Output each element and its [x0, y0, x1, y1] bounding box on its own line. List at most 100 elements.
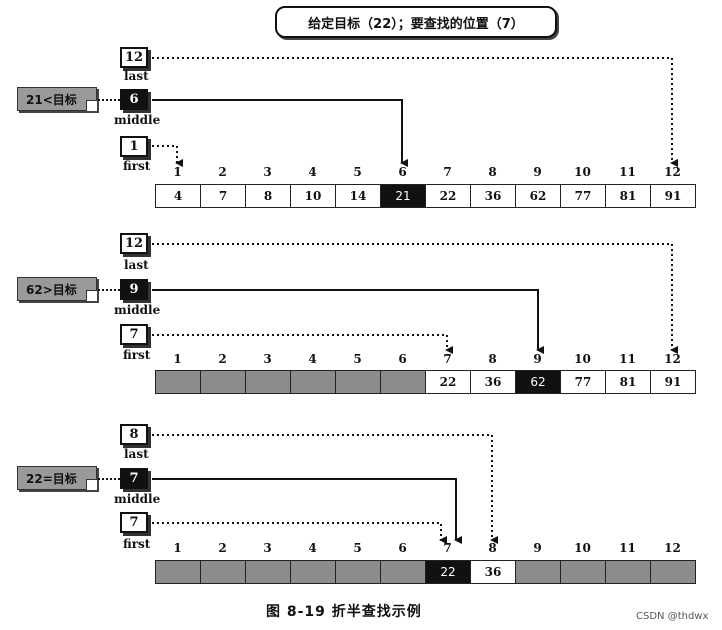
array-cell-excluded [201, 561, 246, 583]
array-cell: 7 [201, 185, 246, 207]
last-label: last [124, 258, 149, 272]
array-cell: 22 [426, 185, 471, 207]
index-label: 6 [398, 165, 407, 179]
array-cell-excluded [336, 371, 381, 393]
index-label: 9 [533, 541, 542, 555]
middle-label: middle [114, 303, 161, 317]
condition-tag: 62>目标 [17, 277, 97, 301]
index-label: 1 [173, 541, 182, 555]
index-label: 5 [353, 541, 362, 555]
array-cell-middle: 62 [516, 371, 561, 393]
array-cell-middle: 22 [426, 561, 471, 583]
condition-text: 62>目标 [26, 282, 77, 297]
array-cell: 81 [606, 371, 651, 393]
last-arrow [152, 243, 678, 354]
middle-arrow [152, 289, 544, 354]
first-arrow [152, 334, 453, 354]
figure-caption: 图 8-19 折半查找示例 [266, 604, 422, 620]
array-cell-excluded [336, 561, 381, 583]
array-cell-excluded [156, 371, 201, 393]
array-cell-excluded [381, 561, 426, 583]
index-label: 10 [574, 541, 591, 555]
condition-text: 21<目标 [26, 92, 77, 107]
array-cell-excluded [381, 371, 426, 393]
index-label: 6 [398, 352, 407, 366]
first-pointer-box: 1 [120, 136, 148, 157]
index-label: 2 [218, 165, 227, 179]
index-label: 8 [488, 541, 497, 555]
first-pointer-box: 7 [120, 324, 148, 345]
array-cell-excluded [291, 371, 336, 393]
index-label: 11 [619, 352, 636, 366]
index-label: 6 [398, 541, 407, 555]
index-label: 7 [443, 352, 452, 366]
array-cell: 62 [516, 185, 561, 207]
index-label: 1 [173, 352, 182, 366]
first-label: first [123, 348, 151, 362]
index-label: 3 [263, 352, 272, 366]
index-label: 4 [308, 165, 317, 179]
middle-label: middle [114, 113, 161, 127]
index-label: 11 [619, 165, 636, 179]
array-cell-middle: 21 [381, 185, 426, 207]
index-label: 3 [263, 165, 272, 179]
index-label: 4 [308, 541, 317, 555]
index-label: 11 [619, 541, 636, 555]
first-arrow [152, 522, 447, 544]
first-pointer-box: 7 [120, 512, 148, 533]
index-label: 5 [353, 165, 362, 179]
array-cell: 10 [291, 185, 336, 207]
array-cell-excluded [246, 371, 291, 393]
condition-tag: 22=目标 [17, 466, 97, 490]
first-label: first [123, 537, 151, 551]
array-cell-excluded [291, 561, 336, 583]
array-cell: 4 [156, 185, 201, 207]
array-cell: 8 [246, 185, 291, 207]
index-label: 2 [218, 541, 227, 555]
middle-pointer-box: 7 [120, 468, 148, 489]
array-cell: 14 [336, 185, 381, 207]
array-cell: 36 [471, 561, 516, 583]
array-cell: 91 [651, 371, 696, 393]
array-cell-excluded [201, 371, 246, 393]
last-arrow [152, 434, 498, 544]
index-label: 10 [574, 165, 591, 179]
array-cell-excluded [561, 561, 606, 583]
array-cell: 77 [561, 185, 606, 207]
last-pointer-box: 8 [120, 424, 148, 445]
index-label: 9 [533, 352, 542, 366]
index-label: 12 [664, 541, 681, 555]
array-cell: 77 [561, 371, 606, 393]
array-cell-excluded [156, 561, 201, 583]
index-label: 2 [218, 352, 227, 366]
first-label: first [123, 159, 151, 173]
last-label: last [124, 69, 149, 83]
array-cell: 36 [471, 185, 516, 207]
index-label: 3 [263, 541, 272, 555]
array-cell-excluded [246, 561, 291, 583]
index-label: 10 [574, 352, 591, 366]
array-cell-excluded [651, 561, 696, 583]
index-label: 9 [533, 165, 542, 179]
array-cell: 36 [471, 371, 516, 393]
array-cell: 91 [651, 185, 696, 207]
middle-pointer-box: 9 [120, 279, 148, 300]
index-label: 12 [664, 352, 681, 366]
index-label: 7 [443, 165, 452, 179]
index-label: 8 [488, 352, 497, 366]
index-label: 8 [488, 165, 497, 179]
array-cell: 22 [426, 371, 471, 393]
diagram-title: 给定目标（22）；要查找的位置（7） [275, 6, 557, 38]
middle-pointer-box: 6 [120, 89, 148, 110]
middle-label: middle [114, 492, 161, 506]
array-cell-excluded [606, 561, 651, 583]
index-label: 1 [173, 165, 182, 179]
watermark: CSDN @thdwx [636, 611, 709, 622]
condition-tag: 21<目标 [17, 87, 97, 111]
index-label: 4 [308, 352, 317, 366]
